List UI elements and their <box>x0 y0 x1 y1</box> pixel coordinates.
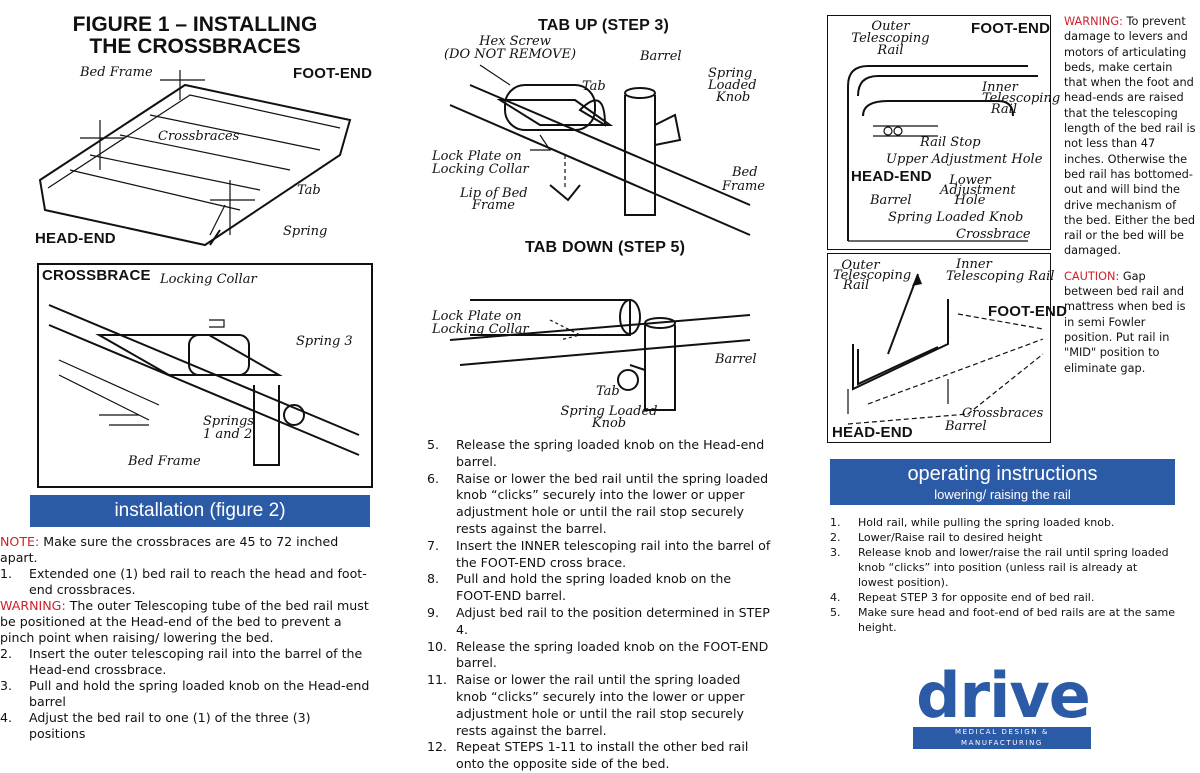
label-outer-telescoping-rail-2: Outer Telescoping Rail <box>833 258 912 293</box>
tab-down-title: TAB DOWN (STEP 5) <box>525 239 686 256</box>
label-rail-stop: Rail Stop <box>920 135 981 150</box>
middle-steps: 5.Release the spring loaded knob on the … <box>427 437 772 773</box>
operating-step-5: 5.Make sure head and foot-end of bed rai… <box>830 606 1175 634</box>
bed-caution: CAUTION: Gap between bed rail and mattre… <box>1064 269 1186 375</box>
operating-title: operating instructions <box>907 463 1098 485</box>
label-lower-adjustment-hole: Lower Adjustment Hole <box>940 173 1016 208</box>
label-fig2-head-end-2: HEAD-END <box>832 424 913 441</box>
label-fig2-barrel-2: Barrel <box>945 419 987 434</box>
operating-step-2: 2.Lower/Raise rail to desired height <box>830 531 1043 544</box>
label-fig2-crossbraces: Crossbraces <box>962 406 1044 421</box>
install-step-1: 1.Extended one (1) bed rail to reach the… <box>0 566 367 597</box>
crossbrace-detail-drawing <box>48 304 360 466</box>
logo-wordmark: drive <box>916 659 1091 732</box>
middle-step-8: 12.Repeat STEPS 1-11 to install the othe… <box>427 739 749 772</box>
installation-banner: installation (figure 2) <box>30 495 370 527</box>
operating-subtitle: lowering/ raising the rail <box>934 487 1071 502</box>
label-fig2-head-end: HEAD-END <box>851 168 932 185</box>
operating-step-4: 4.Repeat STEP 3 for opposite end of bed … <box>830 591 1095 604</box>
label-fig2-foot-end-2: FOOT-END <box>988 303 1068 320</box>
figure2-top-box <box>827 15 1051 250</box>
crossbrace-detail-box <box>37 263 373 488</box>
install-step-3: 3.Pull and hold the spring loaded knob o… <box>0 678 370 709</box>
middle-step-6: 10.Release the spring loaded knob on the… <box>427 638 769 671</box>
label-spring: Spring <box>283 224 328 239</box>
label-tab-down: Tab <box>596 384 620 399</box>
label-bed-frame: Bed Frame <box>80 65 153 80</box>
middle-step-1: 5.Release the spring loaded knob on the … <box>427 437 765 469</box>
rail-bottom-drawing <box>847 273 1044 425</box>
label-lip-of-bed-frame: Lip of Bed Frame <box>460 186 528 213</box>
label-locking-collar: Locking Collar <box>160 272 257 287</box>
label-springs-1-2: Springs 1 and 2 <box>203 414 254 442</box>
label-crossbraces: Crossbraces <box>158 129 240 144</box>
label-outer-telescoping-rail: Outer Telescoping Rail <box>851 19 930 58</box>
label-barrel-up: Barrel <box>640 49 682 64</box>
label-upper-adjustment-hole: Upper Adjustment Hole <box>886 152 1043 167</box>
label-lock-plate-up: Lock Plate on Locking Collar <box>432 149 529 177</box>
label-fig2-foot-end: FOOT-END <box>971 20 1051 37</box>
logo-tagline: MEDICAL DESIGN & MANUFACTURING <box>913 727 1091 749</box>
operating-step-3: 3.Release knob and lower/raise the rail … <box>830 546 1169 589</box>
figure1-title: FIGURE 1 – INSTALLING THE CROSSBRACES <box>72 13 318 58</box>
label-barrel-down: Barrel <box>715 352 757 367</box>
middle-step-4: 8.Pull and hold the spring loaded knob o… <box>427 571 732 604</box>
tab-up-title: TAB UP (STEP 3) <box>538 17 670 34</box>
label-foot-end: FOOT-END <box>293 65 373 82</box>
operating-steps: 1.Hold rail, while pulling the spring lo… <box>830 515 1175 635</box>
tab-up-drawing <box>449 64 751 236</box>
label-head-end: HEAD-END <box>35 230 116 247</box>
label-fig2-crossbrace: Crossbrace <box>956 227 1031 242</box>
label-bed-frame-2: Bed Frame <box>128 454 201 469</box>
figure2-bottom-box <box>827 253 1051 443</box>
label-hex-screw: Hex Screw (DO NOT REMOVE) <box>443 34 577 62</box>
label-bed-frame-up: Bed Frame <box>722 165 766 194</box>
install-step-4: 4.Adjust the bed rail to one (1) of the … <box>0 710 311 741</box>
label-fig2-spring-loaded-knob: Spring Loaded Knob <box>888 210 1024 225</box>
label-fig2-barrel: Barrel <box>870 193 912 208</box>
label-spring-loaded-knob-up: Spring Loaded Knob <box>708 66 757 105</box>
tab-down-drawing <box>449 299 751 411</box>
middle-step-3: 7.Insert the INNER telescoping rail into… <box>427 537 771 570</box>
drive-logo: drive MEDICAL DESIGN & MANUFACTURING <box>913 659 1093 749</box>
label-inner-telescoping-rail-2: Inner Telescoping Rail <box>946 257 1055 284</box>
label-spring-3: Spring 3 <box>296 334 353 349</box>
install-warning: WARNING: The outer Telescoping tube of t… <box>0 598 369 645</box>
label-lock-plate-down: Lock Plate on Locking Collar <box>432 309 529 337</box>
bed-frame-diagram <box>38 70 352 247</box>
label-tab: Tab <box>297 183 321 198</box>
middle-step-5: 9.Adjust bed rail to the position determ… <box>427 604 770 637</box>
rail-top-drawing <box>847 65 1038 242</box>
label-crossbrace: CROSSBRACE <box>42 267 151 284</box>
operating-banner: operating instructions lowering/ raising… <box>830 459 1175 505</box>
middle-step-2: 6.Raise or lower the bed rail until the … <box>427 470 769 536</box>
note: NOTE: Make sure the crossbraces are 45 t… <box>0 534 339 565</box>
installation-text: NOTE: Make sure the crossbraces are 45 t… <box>0 534 370 742</box>
warning-box: WARNING: To prevent damage to levers and… <box>1064 14 1196 376</box>
install-step-2: 2.Insert the outer telescoping rail into… <box>0 646 363 677</box>
label-inner-telescoping-rail: Inner Telescoping Rail <box>982 80 1061 117</box>
label-knob-down: Spring Loaded Knob <box>560 404 658 431</box>
operating-step-1: 1.Hold rail, while pulling the spring lo… <box>830 516 1115 529</box>
bed-warning: WARNING: To prevent damage to levers and… <box>1064 15 1196 258</box>
middle-step-7: 11.Raise or lower the rail until the spr… <box>427 672 745 738</box>
